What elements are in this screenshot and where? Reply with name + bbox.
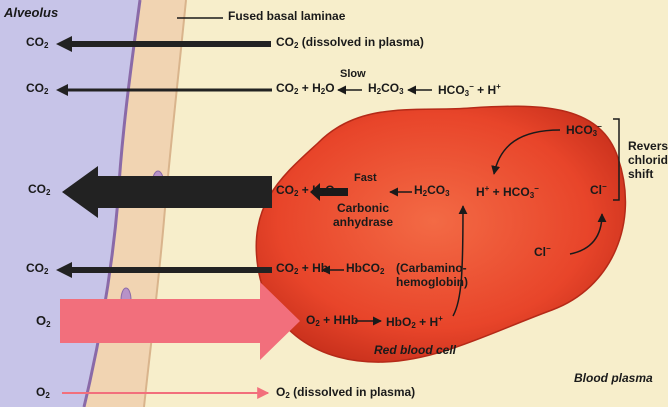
o2-dissolved-text: (dissolved in plasma) (293, 385, 415, 399)
blood-plasma-label: Blood plasma (574, 372, 653, 386)
co2-left-label-3: CO2 (28, 183, 50, 197)
alveolus-label: Alveolus (4, 6, 58, 21)
co2-left-label-2: CO2 (26, 82, 48, 96)
hbco2-label: HbCO2 (346, 262, 384, 276)
o2-plus-hhb: O2 + HHb (306, 314, 358, 328)
h-plus-hco3-fast: H+ + HCO3− (476, 184, 539, 200)
plus-hhb-text: + HHb (323, 313, 358, 327)
co2-plus-hb: CO2 + Hb (276, 262, 328, 276)
carbaminohemoglobin-label: (Carbamino-hemoglobin) (396, 262, 476, 290)
co2-plus-h2o-slow: CO2 + H2O (276, 82, 335, 96)
hco3-plasma-label: HCO3− (566, 122, 602, 138)
reverse-chloride-shift-label: Reverse chloride shift (628, 140, 668, 181)
o2-left-label: O2 (36, 314, 51, 329)
red-blood-cell-label: Red blood cell (374, 344, 456, 358)
o2-dissolved-label: O2 (dissolved in plasma) (276, 386, 415, 400)
cl-cell-label: Cl− (534, 244, 551, 260)
dissolved-in-plasma-text: (dissolved in plasma) (302, 35, 424, 49)
hbo2-plus-h: HbO2 + H+ (386, 314, 443, 330)
fast-label: Fast (354, 172, 377, 185)
plus-hb-text: + Hb (302, 261, 328, 275)
co2-left-label-1: CO2 (26, 36, 48, 50)
carbonic-anhydrase-label: Carbonic anhydrase (318, 202, 408, 230)
h2co3-fast: H2CO3 (414, 184, 450, 198)
o2-left-label-2: O2 (36, 386, 50, 400)
h2co3-slow: H2CO3 (368, 82, 404, 96)
hco3-plus-h-slow: HCO3− + H+ (438, 82, 501, 98)
co2-plus-h2o-fast: CO2 + H2O (276, 184, 335, 198)
fused-basal-laminae-label: Fused basal laminae (228, 10, 345, 24)
co2-dissolved-label: CO2 (dissolved in plasma) (276, 36, 424, 50)
cl-plasma-label: Cl− (590, 182, 607, 198)
slow-label: Slow (340, 68, 366, 81)
co2-left-label-4: CO2 (26, 262, 48, 276)
